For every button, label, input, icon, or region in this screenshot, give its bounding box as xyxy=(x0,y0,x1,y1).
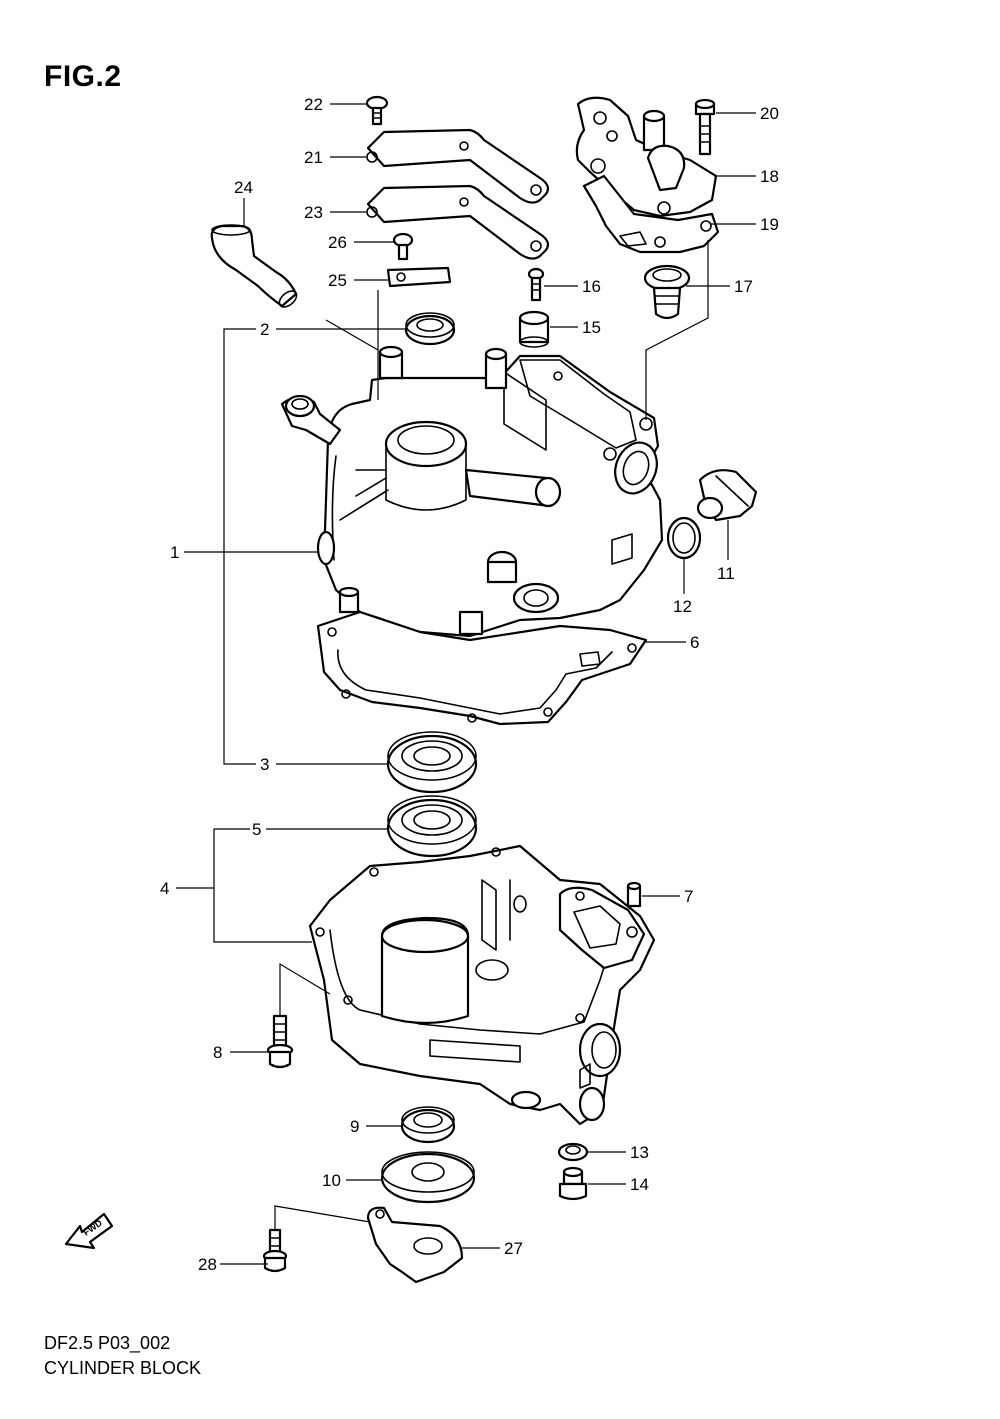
callout-9: 9 xyxy=(350,1117,359,1136)
part-19-gasket xyxy=(582,174,720,254)
callout-7: 7 xyxy=(684,887,693,906)
callout-28: 28 xyxy=(198,1255,217,1274)
part-12-o-ring xyxy=(666,516,702,560)
part-27-cover xyxy=(366,1206,464,1284)
callout-14: 14 xyxy=(630,1175,649,1194)
part-22-screw xyxy=(365,95,389,126)
part-10-seal xyxy=(380,1151,476,1204)
leader-lines xyxy=(176,103,756,1265)
callout-4: 4 xyxy=(160,879,169,898)
callout-5: 5 xyxy=(252,820,261,839)
part-25-bracket xyxy=(386,266,452,288)
callout-25: 25 xyxy=(328,271,347,290)
part-4-crankcase xyxy=(308,844,656,1126)
part-13-washer xyxy=(557,1142,589,1162)
part-14-plug xyxy=(558,1166,588,1201)
part-7-dowel-pin xyxy=(626,881,642,908)
callout-22: 22 xyxy=(304,95,323,114)
diagram-caption: CYLINDER BLOCK xyxy=(44,1358,202,1378)
callout-27: 27 xyxy=(504,1239,523,1258)
callout-1: 1 xyxy=(170,543,179,562)
part-21-plate xyxy=(366,128,550,204)
part-17-thermostat xyxy=(643,264,691,320)
callout-labels: 22 21 23 24 26 25 2 1 3 5 4 8 9 10 28 20… xyxy=(160,95,779,1274)
diagram-code: DF2.5 P03_002 xyxy=(44,1333,171,1353)
callout-11: 11 xyxy=(717,564,735,583)
callout-13: 13 xyxy=(630,1143,649,1162)
part-3-bearing xyxy=(386,731,478,794)
callout-6: 6 xyxy=(690,633,699,652)
callout-15: 15 xyxy=(582,318,601,337)
part-28-bolt xyxy=(262,1228,288,1273)
callout-8: 8 xyxy=(213,1043,222,1062)
part-5-bearing xyxy=(386,795,478,858)
callout-12: 12 xyxy=(673,597,692,616)
part-1-cylinder-block xyxy=(280,345,664,638)
part-11-plug xyxy=(696,469,758,522)
callout-19: 19 xyxy=(760,215,779,234)
part-16-screw xyxy=(527,267,545,302)
callout-26: 26 xyxy=(328,233,347,252)
callout-20: 20 xyxy=(760,104,779,123)
callout-10: 10 xyxy=(322,1171,341,1190)
callout-16: 16 xyxy=(582,277,601,296)
callout-2: 2 xyxy=(260,320,269,339)
callout-17: 17 xyxy=(734,277,753,296)
part-15-dowel xyxy=(518,310,550,348)
part-2-oil-seal xyxy=(404,312,456,346)
fwd-arrow-icon: FWD xyxy=(64,1212,114,1250)
part-6-gasket xyxy=(316,610,648,726)
part-20-bolt xyxy=(694,98,716,156)
callout-21: 21 xyxy=(304,148,323,167)
part-26-screw xyxy=(392,232,414,261)
callout-24: 24 xyxy=(234,178,253,197)
callout-18: 18 xyxy=(760,167,779,186)
part-9-oil-seal xyxy=(400,1106,456,1144)
figure-title: FIG.2 xyxy=(44,60,122,93)
part-24-hose xyxy=(210,224,298,308)
part-23-plate xyxy=(366,184,550,260)
part-8-bolt xyxy=(266,1014,294,1069)
callout-23: 23 xyxy=(304,203,323,222)
callout-3: 3 xyxy=(260,755,269,774)
